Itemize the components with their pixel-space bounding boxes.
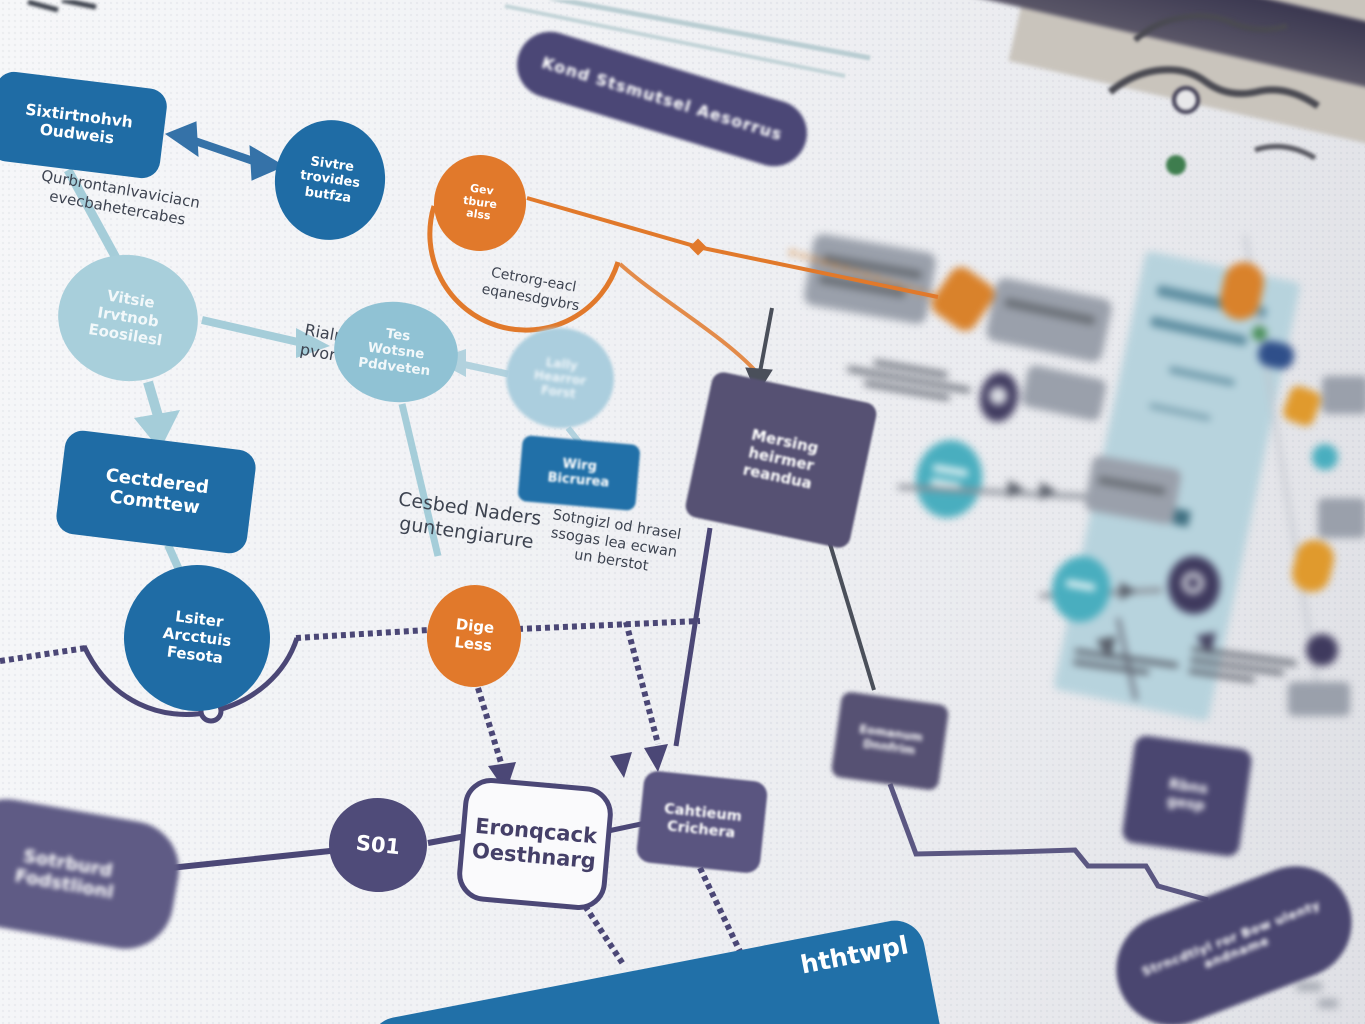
rbns-box-node: Rbns gesp <box>1121 734 1253 858</box>
arrowhead-down-icon <box>134 410 180 450</box>
blurred-timeline-teal-dot <box>1312 444 1338 470</box>
blurred-timeline-gray-label-1 <box>1322 376 1365 414</box>
blurred-corner-dashes <box>1296 982 1356 1012</box>
blurred-timeline-gray-label-2 <box>1318 498 1365 538</box>
arrowhead-down-icon <box>488 762 516 792</box>
blurred-timeline-gray-label-3 <box>1288 682 1350 716</box>
blurred-timeline-purple-dot <box>1306 634 1338 666</box>
wirg-box-node: Wirg Bicrurea <box>517 434 641 512</box>
blurred-timeline-green-dot <box>1252 326 1267 341</box>
arrowhead-down-icon <box>610 752 632 778</box>
arrowhead-down-icon <box>644 744 668 772</box>
eron-box-node: Eronqcack Oesthnarg <box>454 775 616 913</box>
arrowhead-right-icon <box>296 328 330 358</box>
eom-box-node: Eomanum Dnnfrim <box>830 690 950 792</box>
orange-diamond-node <box>689 238 707 256</box>
bottom-banner-label: hthtwpl <box>798 930 911 980</box>
caht-box-node: Cahtieum Crichera <box>635 769 769 875</box>
blurred-purple-node-2 <box>1168 556 1220 614</box>
